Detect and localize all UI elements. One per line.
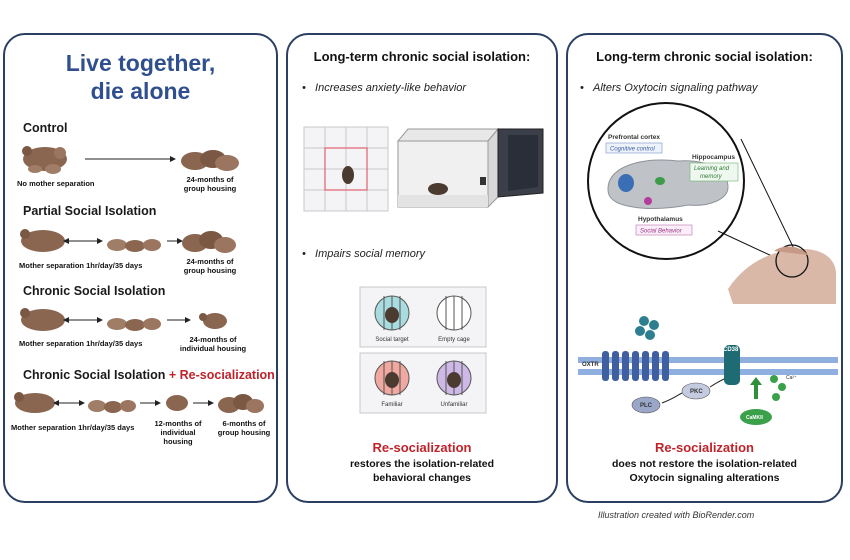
middle-bottom-line2: behavioral changes: [372, 472, 472, 484]
middle-panel: Long-term chronic social isolation: • In…: [286, 33, 558, 503]
cage-empty: [436, 295, 472, 331]
light-dark-box: [396, 127, 544, 209]
group-resocial-title: Chronic Social Isolation + Re-socializat…: [23, 368, 275, 382]
middle-bullet-1-text: Increases anxiety-like behavior: [315, 82, 467, 94]
main-title-line1: Live together,: [65, 50, 216, 76]
open-field-grid: [303, 126, 389, 212]
arrow-plc-pkc: [661, 392, 683, 404]
middle-bullet-2: • Impairs social memory: [302, 248, 426, 260]
main-title-line2: die alone: [90, 78, 191, 104]
label-pfc-sub: Cognitive control: [610, 147, 655, 153]
middle-title: Long-term chronic social isolation:: [313, 49, 531, 64]
cd38-icon: [724, 345, 740, 385]
cage-label-unfamiliar: Unfamiliar: [440, 402, 467, 408]
oxtr-receptor: [602, 351, 669, 381]
label-pfc: Prefrontal cortex: [608, 134, 660, 141]
anxiety-test-illustration: [303, 126, 544, 212]
camkii-icon: [740, 409, 772, 425]
mouse-group-icon: [181, 150, 239, 171]
cage-label-familiar: Familiar: [381, 402, 402, 408]
membrane-top: [578, 357, 838, 363]
control-row-illustration: [22, 146, 239, 174]
middle-bottom-line1: restores the isolation-related: [349, 458, 495, 470]
plc-icon: [631, 396, 661, 414]
brain-illustration: Prefrontal cortex Cognitive control Hipp…: [587, 102, 836, 304]
label-oxtr: OXTR: [582, 362, 599, 368]
chronic-row-illustration: [20, 308, 227, 331]
right-resocial-title: Re-socialization: [655, 440, 754, 455]
cage-social-target: [374, 295, 410, 331]
biorender-credit: Illustration created with BioRender.com: [598, 510, 755, 520]
partial-row-illustration: [20, 229, 236, 253]
mouse-icon: [342, 166, 354, 184]
oxytocin-pathway-illustration: OXTR CD38 PLC PKC Ca²⁺ CaMKII: [578, 316, 838, 425]
resocial-caption-3: 6-months of group housing: [217, 419, 271, 437]
arrow-pkc-cd38: [709, 378, 725, 388]
resocial-row-illustration: [14, 392, 264, 413]
label-hypo-sub: Social Behavior: [640, 229, 683, 235]
right-bottom-line1: does not restore the isolation-related: [612, 458, 797, 470]
cage-unfamiliar: [436, 360, 472, 396]
right-bottom-line2: Oxytocin signaling alterations: [629, 472, 780, 484]
social-memory-illustration: Social target Empty cage Familiar Unfami…: [359, 286, 487, 414]
group-resocial-name: Chronic Social Isolation: [23, 368, 166, 382]
mouse-head-icon: [728, 244, 836, 304]
label-hippo: Hippocampus: [692, 154, 735, 161]
label-hypo: Hypothalamus: [638, 216, 683, 223]
membrane-bottom: [578, 369, 838, 375]
main-title: Live together, die alone: [5, 49, 276, 105]
label-hippo-sub-1: Learning and: [694, 166, 730, 172]
partial-caption-2: 24-months of group housing: [183, 257, 237, 275]
right-bullet-1-text: Alters Oxytocin signaling pathway: [593, 82, 758, 94]
group-partial-title: Partial Social Isolation: [23, 204, 157, 218]
label-plc: PLC: [640, 403, 653, 409]
label-hippo-sub-2: memory: [700, 174, 723, 180]
green-up-arrow: [750, 377, 762, 399]
chronic-caption-2: 24-months of individual housing: [179, 335, 247, 353]
resocial-caption-2: 12-months of individual housing: [154, 419, 202, 446]
oxytocin-molecules: [635, 316, 659, 340]
pups-icon: [28, 164, 61, 174]
resocial-caption-1: Mother separation 1hr/day/35 days: [11, 423, 135, 432]
cage-familiar: [374, 360, 410, 396]
label-cd38: CD38: [723, 347, 739, 353]
control-caption-1: No mother separation: [17, 179, 95, 188]
right-bullet-1: • Alters Oxytocin signaling pathway: [580, 82, 758, 94]
pkc-icon: [681, 382, 711, 400]
right-panel: Long-term chronic social isolation: • Al…: [566, 33, 843, 503]
cage-label-empty: Empty cage: [438, 337, 470, 343]
left-panel: Live together, die alone Control No moth…: [3, 33, 278, 503]
group-control-title: Control: [23, 121, 68, 135]
right-title: Long-term chronic social isolation:: [596, 49, 813, 64]
middle-resocial-title: Re-socialization: [372, 440, 472, 455]
middle-bullet-2-text: Impairs social memory: [315, 248, 426, 260]
label-ca: Ca²⁺: [786, 375, 797, 381]
group-resocial-suffix: + Re-socialization: [168, 368, 275, 382]
label-camkii: CaMKII: [746, 415, 764, 421]
label-pkc: PKC: [690, 389, 703, 395]
control-caption-2: 24-months of group housing: [183, 175, 237, 193]
partial-caption-1: Mother separation 1hr/day/35 days: [19, 261, 143, 270]
cage-label-social-target: Social target: [375, 337, 409, 343]
middle-bullet-1: • Increases anxiety-like behavior: [302, 82, 467, 94]
chronic-caption-1: Mother separation 1hr/day/35 days: [19, 339, 143, 348]
group-chronic-title: Chronic Social Isolation: [23, 284, 166, 298]
